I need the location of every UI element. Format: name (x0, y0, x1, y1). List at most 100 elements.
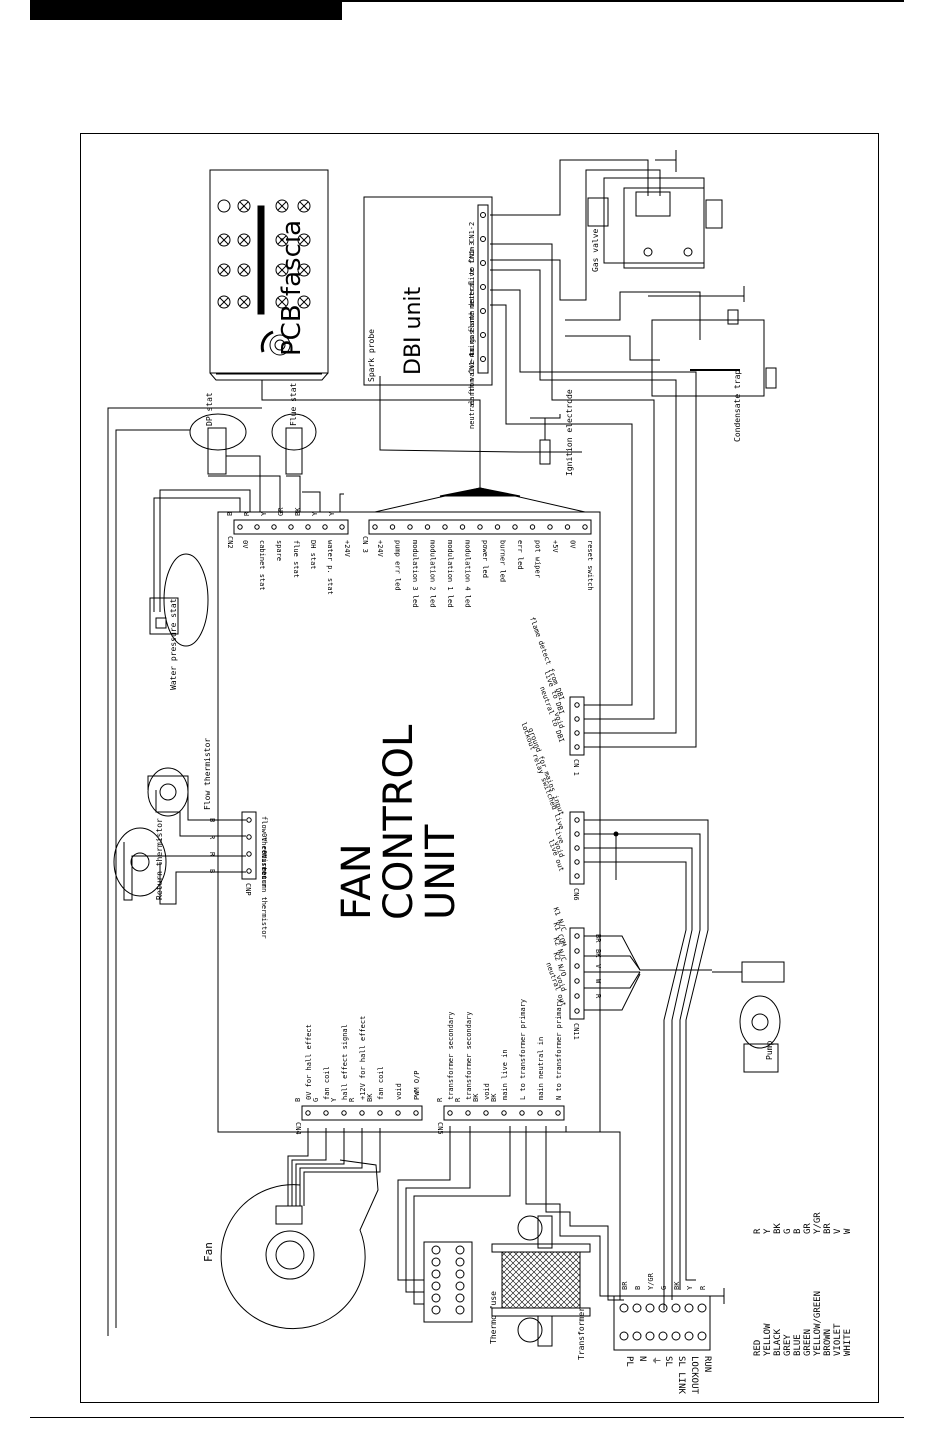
pin (574, 716, 580, 722)
wire-colour-code: R (208, 835, 216, 840)
fan (220, 1159, 379, 1330)
wire-colour-code: BK (294, 507, 302, 516)
return-thermistor-label: Return thermistor (155, 818, 164, 900)
indicator-lamp (297, 263, 311, 277)
screw-terminal (671, 1331, 681, 1341)
pin (574, 1008, 580, 1014)
colour-key-code: GR (803, 1223, 813, 1234)
wire-colour-code: B (208, 818, 216, 822)
wire-colour-code: B (634, 1286, 642, 1290)
colour-key-code: G (783, 1229, 793, 1234)
cn2-connector-pin-label: cabinet stat (258, 540, 266, 591)
ignition-electrode (520, 414, 582, 465)
colour-key-code: Y/GR (813, 1212, 823, 1234)
wire-colour-code: Y (311, 511, 319, 516)
colour-key-name: GREY (783, 1334, 793, 1356)
screw-terminal (697, 1303, 707, 1313)
cn3-connector-name: CN 3 (361, 536, 369, 553)
flow-thermistor-label: Flow thermistor (203, 738, 212, 810)
pin (237, 524, 243, 530)
dbi-terminal (480, 308, 486, 314)
pin (288, 524, 294, 530)
indicator-lamp (275, 233, 289, 247)
fan-control-unit-board (217, 511, 601, 1133)
footer-rule (30, 1417, 904, 1418)
fan-control-unit-title: UNIT (418, 824, 464, 920)
cn1-connector-housing (569, 696, 585, 756)
wire-colour-code: Y (330, 1097, 338, 1102)
cn2-connector-name: CN2 (226, 536, 234, 549)
cn3-connector-pin-label: pot wiper (534, 540, 542, 578)
pin (254, 524, 260, 530)
pin (322, 524, 328, 530)
colour-key-name: GREEN (803, 1329, 813, 1356)
cn2-connector-pin-label: DH stat (309, 540, 317, 570)
screw-terminal (455, 1305, 465, 1315)
indicator-lamp (275, 199, 289, 213)
indicator-cross (239, 235, 249, 245)
indicator-lamp (237, 199, 251, 213)
cnp-connector-pin-label: 0V return (260, 850, 268, 888)
cn3-connector-pin-label: modulation 2 led (429, 540, 437, 607)
screw-terminal (645, 1303, 655, 1313)
pin (501, 1110, 507, 1116)
spark-probe-label: Spark probe (367, 329, 376, 382)
wire-colour-code: R (699, 1285, 707, 1290)
pin (341, 1110, 347, 1116)
fascia-indicators (217, 199, 311, 309)
pin (424, 524, 431, 530)
cn6-connector (569, 811, 585, 885)
cn4-connector-pin-label: PWM O/P (413, 1070, 421, 1100)
terminal-label: SL LINK (676, 1356, 686, 1395)
screw-terminal (671, 1303, 681, 1313)
cn5-connector-name: CN5 (436, 1122, 444, 1135)
dp-stat-label: DP stat (205, 392, 214, 426)
wire-colour-code: R (436, 1097, 444, 1102)
header-rule (342, 0, 904, 2)
colour-key-code: BR (823, 1223, 833, 1234)
colour-key-name: RED (753, 1340, 763, 1356)
colour-key-name: VIOLET (833, 1323, 843, 1356)
screw-terminal (658, 1331, 668, 1341)
screw-terminal (431, 1257, 441, 1267)
indicator-cross (299, 235, 309, 245)
pin (372, 524, 378, 530)
screw-terminal (619, 1303, 629, 1313)
wire-colour-code: W (594, 979, 602, 984)
cn4-connector-name: CN4 (294, 1122, 302, 1135)
pump (712, 961, 785, 1073)
water-pressure-stat (149, 553, 209, 647)
pin (359, 1110, 365, 1116)
cn5-connector-pin-label: void (483, 1083, 491, 1100)
colour-key-name: BROWN (823, 1329, 833, 1356)
water-pressure-stat-label: Water pressure stat (169, 598, 178, 690)
dbi-terminal-label: neutral to CN1-3 (468, 242, 476, 309)
pin (529, 524, 536, 530)
cn3-connector-pin-label: +24V (376, 540, 384, 558)
cn5-connector-pin-label: transformer secondary (447, 1011, 455, 1100)
wire-colour-code: R (348, 1097, 356, 1102)
indicator-cross (219, 297, 229, 307)
wire-colour-code: BK (490, 1093, 498, 1102)
cn3-connector (368, 519, 592, 535)
cnp-connector-pin-label: flow thermistor (260, 816, 268, 879)
pin (483, 1110, 489, 1116)
ignition-electrode-label: Ignition electrode (565, 389, 574, 476)
indicator-cross (239, 265, 249, 275)
cn5-connector-pin-label: L to transformer primary (519, 999, 527, 1100)
pin (574, 845, 580, 851)
pin (246, 868, 252, 874)
cn2-connector-pin-label: water p. stat (326, 540, 334, 595)
cn5-connector-pin-label: N to transformer primary (555, 999, 563, 1100)
cn5-connector-housing (443, 1105, 565, 1121)
mains-block-body (613, 1295, 711, 1351)
wire-colour-code: B (226, 512, 234, 516)
pin (574, 963, 580, 969)
pin (494, 524, 501, 530)
dbi-terminal (480, 356, 486, 362)
colour-key-code: R (753, 1228, 763, 1234)
indicator-cross (239, 297, 249, 307)
screw-terminal (431, 1245, 441, 1255)
screw-terminal (645, 1331, 655, 1341)
wire-colour-code: BK (673, 1281, 681, 1290)
